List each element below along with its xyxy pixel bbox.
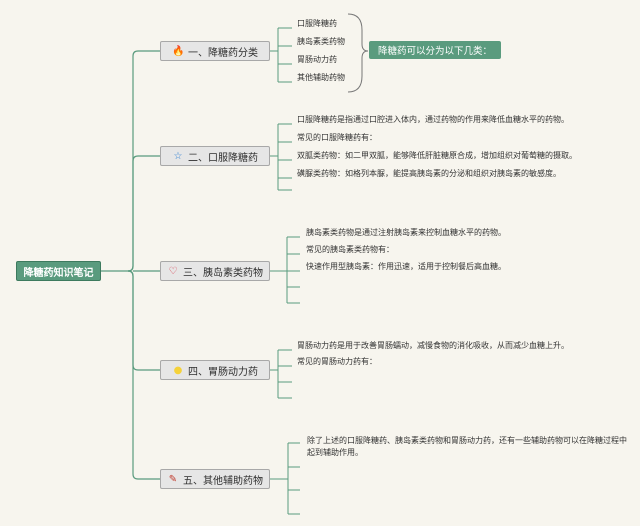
topic-auxiliary[interactable]: ✎ 五、其他辅助药物 <box>160 469 270 489</box>
leaf-item[interactable]: 常见的胃肠动力药有： <box>297 357 377 366</box>
summary-brace <box>347 13 369 93</box>
sun-icon: ● <box>173 364 183 376</box>
topic-label: 五、其他辅助药物 <box>183 475 263 487</box>
topic-label: 三、胰岛素类药物 <box>183 267 263 279</box>
connector-root-t2 <box>127 155 160 272</box>
summary-text: 降糖药可以分为以下几类： <box>377 46 492 57</box>
connector-root-t1 <box>101 50 160 272</box>
leaf-paragraph[interactable]: 除了上述的口服降糖药、胰岛素类药物和胃肠动力药，还有一些辅助药物可以在降糖过程中… <box>307 436 627 457</box>
root-topic[interactable]: 降糖药知识笔记 <box>16 261 101 281</box>
leaf-item[interactable]: 胰岛素类药物 <box>297 37 345 46</box>
leaf-item[interactable]: 常见的口服降糖药有： <box>297 133 377 142</box>
summary-label[interactable]: 降糖药可以分为以下几类： <box>369 41 501 59</box>
leaf-item[interactable]: 磺脲类药物：如格列本脲，能提高胰岛素的分泌和组织对胰岛素的敏感度。 <box>297 169 561 178</box>
fire-icon: 🔥 <box>172 45 185 57</box>
leaf-item[interactable]: 胰岛素类药物是通过注射胰岛素来控制血糖水平的药物。 <box>306 228 506 237</box>
topic-label: 四、胃肠动力药 <box>188 366 258 378</box>
leaf-item[interactable]: 胃肠动力药是用于改善胃肠蠕动，减慢食物的消化吸收，从而减少血糖上升。 <box>297 341 569 350</box>
leaf-item[interactable]: 双胍类药物：如二甲双胍，能够降低肝脏糖原合成，增加组织对葡萄糖的摄取。 <box>297 151 577 160</box>
star-icon: ☆ <box>173 150 183 162</box>
leaf-item[interactable]: 其他辅助药物 <box>297 73 345 82</box>
topic-label: 一、降糖药分类 <box>188 47 258 59</box>
heart-icon: ♡ <box>168 265 178 277</box>
leaf-item[interactable]: 口服降糖药 <box>297 19 337 28</box>
topic-classification[interactable]: 🔥 一、降糖药分类 <box>160 41 270 61</box>
connector-root-t5 <box>127 270 160 480</box>
leaf-item[interactable]: 快速作用型胰岛素：作用迅速，适用于控制餐后高血糖。 <box>306 262 506 271</box>
leaf-item[interactable]: 常见的胰岛素类药物有： <box>306 245 394 254</box>
leaf-item[interactable]: 口服降糖药是指通过口腔进入体内，通过药物的作用来降低血糖水平的药物。 <box>297 115 569 124</box>
pen-icon: ✎ <box>168 473 178 485</box>
topic-oral-drugs[interactable]: ☆ 二、口服降糖药 <box>160 146 270 166</box>
topic-insulin[interactable]: ♡ 三、胰岛素类药物 <box>160 261 270 281</box>
root-title: 降糖药知识笔记 <box>23 267 94 279</box>
leaf-item[interactable]: 胃肠动力药 <box>297 55 337 64</box>
topic-label: 二、口服降糖药 <box>188 152 258 164</box>
topic-gi-motility[interactable]: ● 四、胃肠动力药 <box>160 360 270 380</box>
